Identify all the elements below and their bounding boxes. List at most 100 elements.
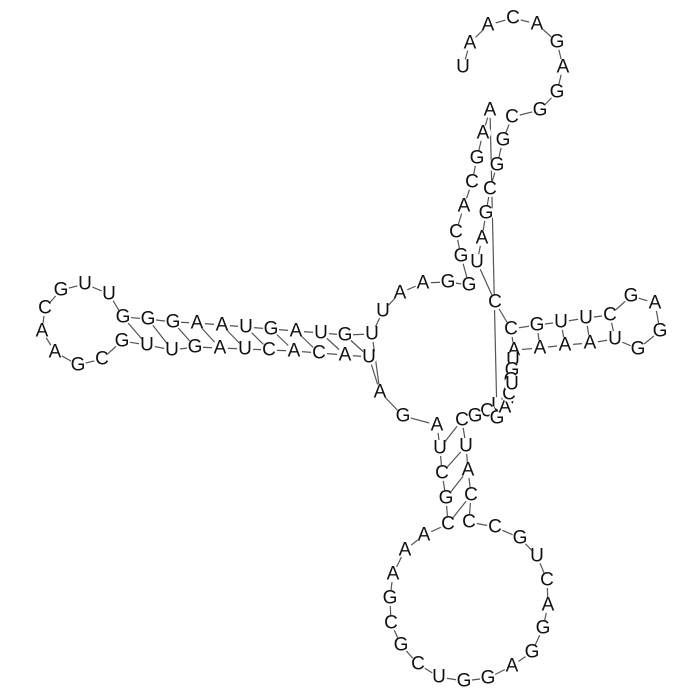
nucleotide-c: C [483,179,497,200]
nucleotide-backdrop [512,530,528,546]
nucleotide-backdrop [582,335,598,351]
nucleotide-backdrop [434,465,450,481]
nucleotide-backdrop [529,16,545,32]
nucleotide-backdrop [647,295,663,311]
nucleotide-u: U [554,312,568,333]
nucleotide-backdrop [464,174,480,190]
nucleotide-backdrop [463,487,479,503]
nucleotide-g: G [441,272,456,293]
nucleotide-c: C [488,292,502,313]
nucleotide-g: G [116,307,131,328]
nucleotide-a: A [49,342,62,363]
nucleotide-g: G [54,280,69,301]
nucleotide-g: G [536,618,551,639]
nucleotide-backdrop [555,59,571,75]
nucleotide-c: C [603,305,617,326]
nucleotide-c: C [435,463,449,484]
nucleotide-a: A [464,33,477,54]
nucleotide-backdrop [261,342,277,358]
nucleotide-backdrop [532,102,548,118]
nucleotide-backdrop [535,620,551,636]
nucleotide-g: G [188,337,203,358]
nucleotide-backdrop [397,542,413,558]
nucleotide-c: C [504,319,518,340]
nucleotide-backdrop [189,315,205,331]
nucleotide-backdrop [630,341,646,357]
nucleotide-c: C [449,222,463,243]
nucleotide-c: C [411,654,425,675]
nucleotide-backdrop [429,417,445,433]
nucleotide-a: A [290,321,303,342]
nucleotide-a: A [534,338,547,359]
nucleotide-a: A [559,335,572,356]
nucleotide-backdrop [212,340,228,356]
nucleotide-g: G [115,331,130,352]
nucleotide-u: U [239,317,253,338]
nucleotide-backdrop [313,325,329,341]
nucleotide-c: C [455,410,469,431]
nucleotide-backdrop [139,337,155,353]
nucleotide-c: C [462,512,476,533]
nucleotide-backdrop [504,376,520,392]
nucleotide-backdrop [392,285,408,301]
nucleotide-backdrop [237,341,253,357]
nucleotide-backdrop [553,314,569,330]
nucleotide-backdrop [164,342,180,358]
nucleotide-backdrop [482,181,498,197]
nucleotide-backdrop [474,230,490,246]
nucleotide-g: G [457,671,472,692]
nucleotide-backdrop [364,326,380,342]
nucleotide-backdrop [432,440,448,456]
nucleotide-backdrop [286,343,302,359]
nucleotide-u: U [459,436,473,457]
nucleotide-backdrop [539,572,555,588]
nucleotide-backdrop [458,438,474,454]
nucleotide-u: U [102,284,116,305]
nucleotide-backdrop [453,248,469,264]
nucleotide-backdrop [578,310,594,326]
nucleotide-a: A [387,564,400,585]
nucleotide-c: C [38,298,52,319]
nucleotide-g: G [468,406,483,427]
nucleotide-u: U [432,667,446,688]
nucleotide-backdrop [37,300,53,316]
nucleotide-a: A [458,196,471,217]
nucleotide-a: A [542,595,555,616]
nucleotide-backdrop [469,254,485,270]
nucleotide-a: A [484,100,497,121]
nucleotide-backdrop [393,637,409,653]
nucleotide-g: G [653,321,668,342]
nucleotide-backdrop [454,412,470,428]
nucleotide-a: A [462,460,475,481]
nucleotide-backdrop [504,658,520,674]
nucleotide-a: A [584,333,597,354]
nucleotide-backdrop [372,384,388,400]
nucleotide-u: U [365,324,379,345]
nucleotide-backdrop [460,462,476,478]
nucleotide-a: A [531,14,544,35]
nucleotide-backdrop [505,10,521,26]
nucleotide-g: G [462,275,477,296]
nucleotide-g: G [496,130,511,151]
nucleotide-backdrop [478,205,494,221]
nucleotide-g: G [454,246,469,267]
nucleotide-u: U [433,438,447,459]
nucleotide-backdrop [480,17,496,33]
nucleotide-backdrop [456,673,472,689]
nucleotide-backdrop [165,314,181,330]
nucleotide-a: A [477,123,490,144]
nucleotide-backdrop [440,516,456,532]
nucleotide-g: G [624,286,639,307]
nucleotide-backdrop [416,527,432,543]
nucleotide-backdrop [469,150,485,166]
nucleotide-u: U [456,57,470,78]
nucleotide-c: C [312,343,326,364]
nucleotide-backdrop [94,351,110,367]
nucleotide-a: A [214,338,227,359]
nucleotide-c: C [262,340,276,361]
nucleotide-backdrop [489,410,505,426]
nucleotide-backdrop [382,590,398,606]
nucleotide-u: U [314,323,328,344]
nucleotide-backdrop [529,548,545,564]
